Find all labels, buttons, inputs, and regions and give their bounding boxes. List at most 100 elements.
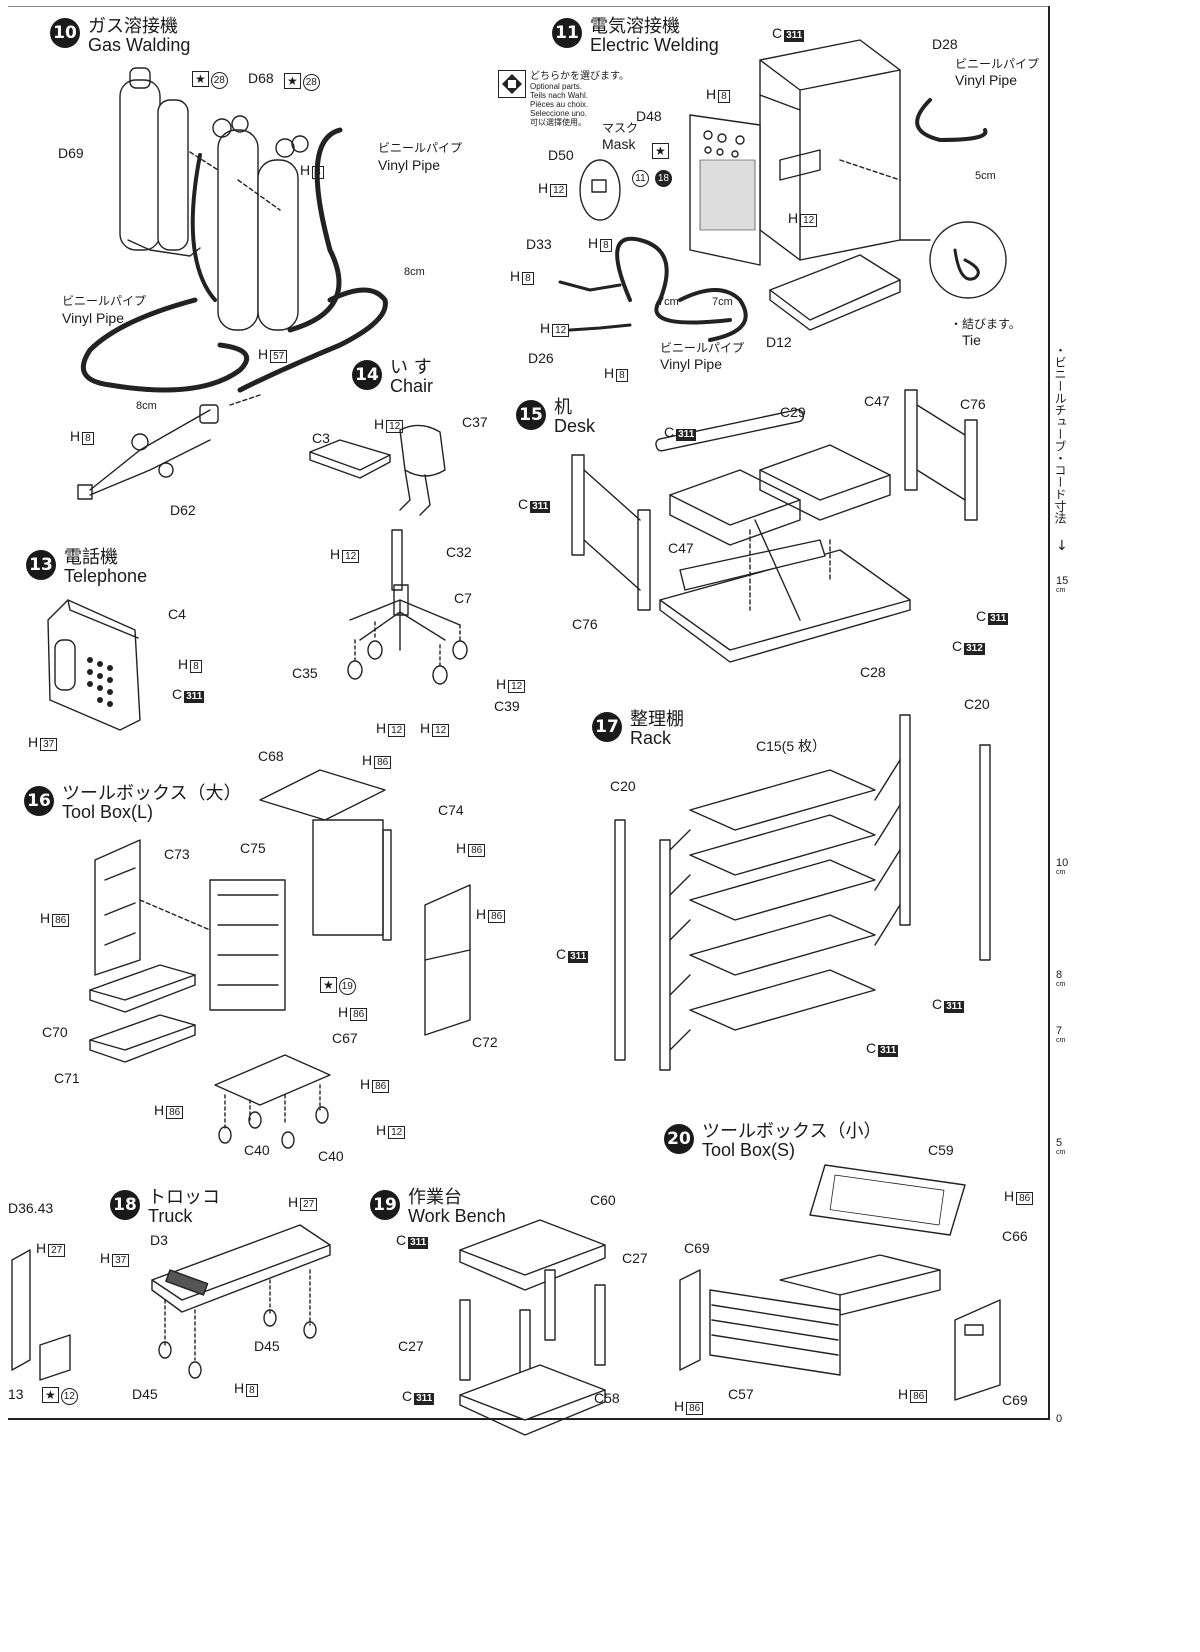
mask-note: マスク xyxy=(602,121,639,135)
section-title-en: Tool Box(L) xyxy=(62,802,154,822)
optional-parts-note: Pièces au choix. xyxy=(530,100,589,109)
section-title-en: Chair xyxy=(390,376,434,396)
part-callout: C60 xyxy=(590,1192,616,1208)
step-number-badge: 17 xyxy=(592,712,622,742)
optional-parts-note: Optional parts. xyxy=(530,82,583,91)
part-callout: D26 xyxy=(528,350,554,366)
step-number-badge: 10 xyxy=(50,18,80,48)
optional-parts-icon xyxy=(498,70,526,98)
part-callout: ★12 xyxy=(42,1386,78,1405)
part-callout: C20 xyxy=(964,696,990,712)
part-callout: C39 xyxy=(494,698,520,714)
vinyl-pipe-note: ビニールパイプ xyxy=(378,141,463,155)
mask-note: Mask xyxy=(602,136,636,152)
section-title-jp: 作業台 xyxy=(408,1187,462,1208)
desk-drawing xyxy=(571,389,978,663)
step-number-badge: 15 xyxy=(516,400,546,430)
vinyl-pipe-note: Vinyl Pipe xyxy=(660,356,723,372)
step-number-badge: 13 xyxy=(26,550,56,580)
step-number-badge: 11 xyxy=(552,18,582,48)
scale-mark-0: 0 xyxy=(1056,1413,1063,1425)
part-callout: D12 xyxy=(766,334,792,350)
section-title-jp: トロッコ xyxy=(148,1187,220,1208)
section-title-en: Telephone xyxy=(64,566,148,586)
part-callout: C57 xyxy=(728,1386,754,1402)
part-callout: C66 xyxy=(1002,1228,1028,1244)
part-callout: C73 xyxy=(164,846,190,862)
part-callout: C67 xyxy=(332,1030,358,1046)
optional-parts-note: どちらかを選びます。 xyxy=(530,71,629,82)
top-rule xyxy=(8,6,1050,7)
section-title-jp: い す xyxy=(390,357,432,378)
length-note: 8cm xyxy=(404,266,425,278)
part-callout: D28 xyxy=(932,36,958,52)
part-callout: ★19 xyxy=(320,976,356,995)
part-callout: D48 xyxy=(636,108,662,124)
part-callout: C4 xyxy=(168,606,186,622)
part-callout: C59 xyxy=(928,1142,954,1158)
vinyl-pipe-note: ビニールパイプ xyxy=(660,341,745,355)
part-callout: C72 xyxy=(472,1034,498,1050)
arrow-down-icon: ↓ xyxy=(1056,538,1068,554)
section-title-jp: 整理棚 xyxy=(630,709,684,730)
part-callout: C70 xyxy=(42,1024,68,1040)
part-callout: C69 xyxy=(684,1240,710,1256)
step-number-badge: 14 xyxy=(352,360,382,390)
length-note: 8cm xyxy=(136,400,157,412)
part-callout: C58 xyxy=(594,1390,620,1406)
part-callout: C76 xyxy=(572,616,598,632)
electric-welding-drawing xyxy=(558,39,1007,342)
part-callout: 13 xyxy=(8,1386,24,1402)
part-callout: C15(5 枚） xyxy=(756,738,827,754)
telephone-drawing xyxy=(47,599,141,731)
part-callout: D45 xyxy=(254,1338,280,1354)
section-title-en: Desk xyxy=(554,416,596,436)
part-callout: C40 xyxy=(244,1142,270,1158)
step-number-badge: 20 xyxy=(664,1124,694,1154)
part-callout: C7 xyxy=(454,590,472,606)
part-callout: D69 xyxy=(58,145,84,161)
step-number-badge: 18 xyxy=(110,1190,140,1220)
vinyl-pipe-note: Vinyl Pipe xyxy=(378,157,441,173)
length-note: 7cm xyxy=(712,296,733,308)
part-callout: C68 xyxy=(258,748,284,764)
chair-drawing xyxy=(309,424,468,685)
section-title-jp: ツールボックス（大） xyxy=(62,783,242,804)
workbench-drawing xyxy=(459,1219,606,1436)
part-callout: D33 xyxy=(526,236,552,252)
part-callout: C47 xyxy=(668,540,694,556)
part-callout: D3 xyxy=(150,1232,168,1248)
part-callout: C75 xyxy=(240,840,266,856)
vinyl-pipe-note: Vinyl Pipe xyxy=(955,72,1018,88)
section-title-jp: 机 xyxy=(554,397,572,418)
